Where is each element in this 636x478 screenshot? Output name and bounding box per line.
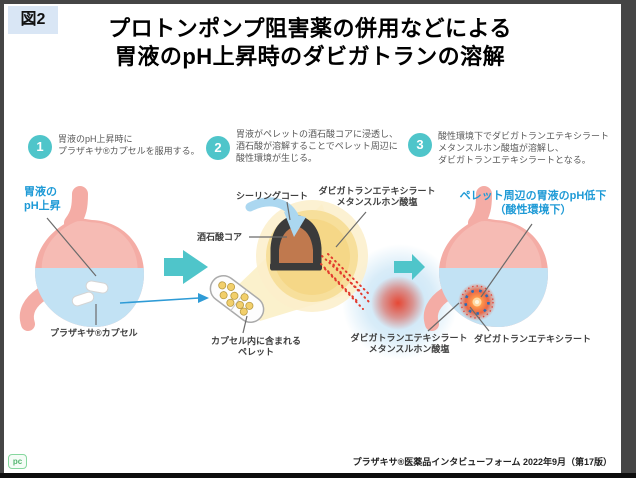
pradaxa-capsule-label: プラザキサ®カプセル xyxy=(50,328,138,338)
step-3-text: 酸性環境下でダビガトランエテキシラート メタンスルホン酸塩が溶解し、 ダビガトラ… xyxy=(438,131,610,165)
page-title: プロトンポンプ阻害薬の併用などによる 胃液のpH上昇時のダビガトランの溶解 xyxy=(108,16,512,69)
step-2-text: 胃液がペレットの酒石酸コアに浸透し、 酒石酸が溶解することでペレット周辺に 酸性… xyxy=(236,129,399,163)
step-3-number: 3 xyxy=(408,133,432,157)
sealing-coat-label: シーリングコート xyxy=(236,191,309,201)
figure-number-badge: 図2 xyxy=(8,6,58,34)
drug-salt-top-label: ダビガトランエテキシラート メタンスルホン酸塩 xyxy=(318,186,436,207)
source-citation: プラザキサ®医薬品インタビューフォーム 2022年9月（第17版） xyxy=(352,457,612,467)
pc-badge: pc xyxy=(8,454,27,469)
step-1-number: 1 xyxy=(28,135,52,159)
step-1-text: 胃液のpH上昇時に プラザキサ®カプセルを服用する。 xyxy=(58,134,200,156)
ph-up-label: 胃液の pH上昇 xyxy=(24,186,61,212)
tartaric-core-label: 酒石酸コア xyxy=(197,232,243,242)
drug-salt-bottom-label: ダビガトランエテキシラート メタンスルホン酸塩 xyxy=(350,333,468,354)
bottom-border-bar xyxy=(0,473,636,478)
capsule-content-label: カプセル内に含まれる ペレット xyxy=(210,336,301,357)
drug-bottom-label: ダビガトランエテキシラート xyxy=(474,334,592,344)
step-2-number: 2 xyxy=(206,136,230,160)
slide-content xyxy=(4,4,621,473)
ph-drop-label: ペレット周辺の胃液のpH低下 （酸性環境下） xyxy=(459,190,607,216)
